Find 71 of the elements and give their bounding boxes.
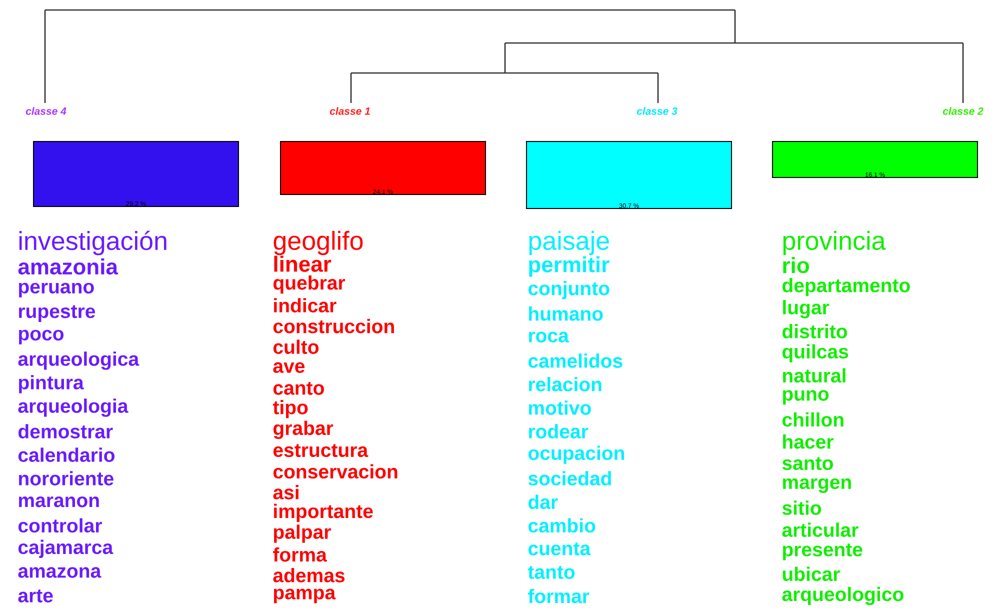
keyword: quilcas	[782, 344, 848, 362]
keyword: distrito	[782, 324, 848, 338]
keyword: chillon	[782, 412, 844, 427]
keyword: culto	[273, 340, 319, 354]
keyword: rodear	[529, 424, 588, 438]
keyword: forma	[273, 547, 327, 562]
class-label: classe 1	[330, 107, 370, 115]
keyword: canto	[273, 382, 324, 395]
keyword: arqueologico	[782, 586, 904, 606]
keyword: lugar	[783, 300, 830, 318]
keyword: rio	[783, 257, 809, 274]
keyword: geoglifo	[274, 230, 363, 256]
keyword: estructura	[273, 444, 368, 458]
keyword: importante	[274, 504, 373, 522]
keyword: ademas	[273, 568, 345, 582]
keyword: demostrar	[18, 424, 113, 438]
keyword: dar	[528, 494, 558, 510]
keyword: roca	[529, 332, 570, 342]
keyword: puno	[783, 390, 829, 405]
keyword: indicar	[274, 298, 336, 312]
keyword: presente	[783, 544, 862, 560]
keyword: ocupacion	[528, 446, 624, 464]
keyword: humano	[529, 306, 603, 321]
keyword: santo	[782, 457, 833, 470]
keyword: margen	[783, 478, 851, 493]
keyword: cajamarca	[18, 540, 114, 558]
keyword: peruano	[18, 282, 94, 298]
keyword: investigación	[19, 230, 166, 256]
keyword: cambio	[528, 518, 596, 533]
keyword: cuenta	[528, 542, 591, 556]
keyword: grabar	[274, 420, 334, 440]
keyword: departamento	[782, 278, 910, 296]
keyword: calendario	[18, 448, 114, 462]
keyword: sitio	[782, 500, 822, 515]
keyword: ave	[273, 362, 305, 373]
keyword: conservacion	[273, 464, 398, 479]
class-label: classe 3	[636, 107, 678, 115]
keyword: paisaje	[529, 230, 609, 256]
keyword: permitir	[529, 256, 610, 277]
keyword: asi	[273, 485, 298, 500]
keyword: tipo	[272, 400, 308, 418]
keyword: amazonia	[18, 258, 118, 275]
keyword: natural	[783, 368, 846, 383]
keyword: hacer	[783, 434, 834, 449]
keyword: arqueologica	[18, 352, 140, 370]
keyword: pampa	[274, 588, 336, 604]
keyword: arte	[18, 590, 53, 602]
keyword: provincia	[783, 230, 886, 256]
keyword: relacion	[529, 377, 602, 392]
class-label: classe 2	[942, 107, 984, 115]
keyword: amazona	[18, 567, 102, 578]
keyword: linear	[274, 256, 332, 272]
keyword: sociedad	[528, 471, 611, 486]
keyword: pintura	[18, 375, 84, 394]
keyword: rupestre	[18, 305, 96, 322]
keyword: tanto	[528, 566, 575, 579]
keyword: nororiente	[18, 471, 114, 486]
keyword: ubicar	[782, 566, 840, 582]
keyword: construccion	[273, 318, 394, 334]
keyword: poco	[18, 330, 64, 344]
class-label: classe 4	[26, 107, 66, 115]
keyword: quebrar	[274, 275, 345, 294]
keyword: arqueologia	[18, 398, 128, 417]
keyword: maranon	[18, 496, 99, 508]
keyword: camelidos	[528, 354, 622, 368]
keyword: articular	[782, 522, 858, 537]
keyword: motivo	[529, 400, 591, 415]
keyword: controlar	[18, 518, 102, 533]
keyword: conjunto	[528, 281, 610, 300]
keyword: palpar	[274, 524, 331, 543]
keyword: formar	[528, 588, 590, 604]
